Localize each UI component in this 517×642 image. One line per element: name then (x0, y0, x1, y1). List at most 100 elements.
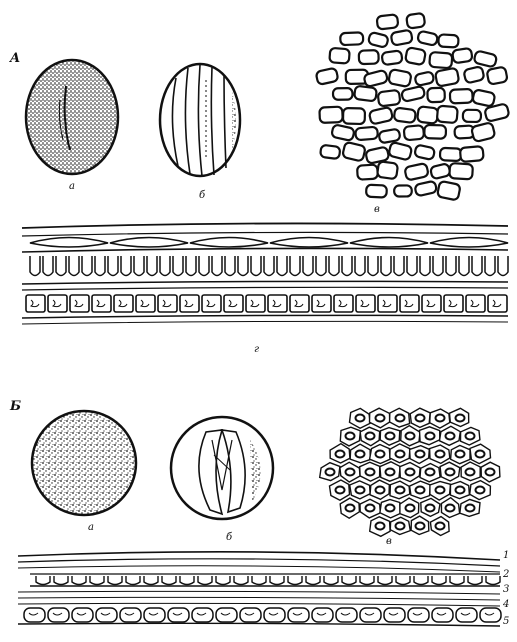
cell (438, 34, 458, 47)
cell-nucleus (336, 487, 345, 494)
outer-cell (430, 238, 508, 248)
cell (357, 165, 378, 180)
palisade-cell (216, 576, 230, 585)
cell (437, 181, 461, 201)
palisade-cell (134, 256, 144, 276)
cell (359, 50, 379, 64)
palisade-cell (225, 256, 235, 276)
panel-b-epidermis-cells (320, 408, 500, 536)
cell-nucleus (366, 505, 375, 512)
panel-b-layer-5: 5 (503, 616, 509, 627)
cell-nucleus (346, 469, 355, 476)
cell (435, 68, 459, 87)
palisade-cell (121, 256, 131, 276)
cell (404, 125, 425, 140)
palisade-cell (36, 576, 50, 585)
cell-nucleus (426, 505, 435, 512)
cell (463, 66, 484, 83)
cell (406, 13, 425, 29)
cell (354, 86, 377, 102)
cell (471, 122, 495, 142)
panel-b-label-b: б (226, 532, 233, 543)
palisade-cell (173, 256, 183, 276)
palisade-cell (420, 256, 430, 276)
panel-a-epidermis-cells (316, 13, 510, 201)
cell-nucleus (476, 451, 485, 458)
palisade-cell (407, 256, 417, 276)
palisade-cell (303, 256, 313, 276)
inner-cell (378, 295, 397, 312)
inner-cell (400, 295, 419, 312)
cell-nucleus (466, 505, 475, 512)
palisade-cell (90, 576, 104, 585)
palisade-cell (54, 576, 68, 585)
cell (377, 161, 398, 179)
outer-cell (30, 238, 108, 248)
inner-cell (422, 295, 441, 312)
cell (417, 31, 438, 46)
palisade-cell (234, 576, 248, 585)
outer-cell (350, 238, 428, 248)
cell (378, 129, 400, 144)
cell (401, 86, 425, 102)
cell (452, 48, 473, 63)
palisade-cell (144, 576, 158, 585)
cell-nucleus (436, 523, 445, 530)
cell-nucleus (356, 487, 365, 494)
outer-cell (110, 238, 188, 248)
palisade-cell (468, 576, 482, 585)
inner-cell (114, 295, 133, 312)
cell (368, 32, 389, 48)
cell-nucleus (386, 433, 395, 440)
cell-nucleus (406, 469, 415, 476)
cell (333, 88, 353, 100)
cell (394, 185, 412, 196)
inner-cell (70, 295, 89, 312)
cell (430, 163, 451, 179)
palisade-cell (433, 256, 443, 276)
cell (388, 142, 412, 161)
inner-cell (158, 295, 177, 312)
inner-cell (334, 295, 353, 312)
palisade-cell (126, 576, 140, 585)
panel-b: Б а б в (9, 399, 509, 627)
inner-cell (290, 295, 309, 312)
cell (331, 124, 355, 141)
cell-nucleus (326, 469, 335, 476)
palisade-cell (355, 256, 365, 276)
cell-nucleus (366, 469, 375, 476)
panel-b-seed-surface (32, 411, 136, 515)
cell-nucleus (346, 505, 355, 512)
palisade-cell (82, 256, 92, 276)
cell (404, 163, 429, 181)
inner-cell (224, 295, 243, 312)
palisade-cell (264, 256, 274, 276)
palisade-cell (394, 256, 404, 276)
cell-nucleus (356, 415, 365, 422)
palisade-cell (446, 256, 456, 276)
cell (342, 142, 366, 162)
palisade-cell (381, 256, 391, 276)
cell-nucleus (416, 451, 425, 458)
cell-nucleus (426, 433, 435, 440)
cell-nucleus (376, 523, 385, 530)
inner-cell (48, 295, 67, 312)
cell (449, 163, 473, 179)
inner-cell (136, 295, 155, 312)
palisade-cell (368, 256, 378, 276)
palisade-cell (72, 576, 86, 585)
panel-a-cross-section (22, 223, 508, 324)
panel-a-seed-ribbed (160, 64, 240, 176)
cell-nucleus (456, 487, 465, 494)
inner-cell (268, 295, 287, 312)
palisade-cell (180, 576, 194, 585)
cell-nucleus (466, 469, 475, 476)
palisade-cell (324, 576, 338, 585)
inner-cell (356, 295, 375, 312)
inner-cell (202, 295, 221, 312)
cell-nucleus (386, 469, 395, 476)
palisade-cell (342, 256, 352, 276)
palisade-cell (316, 256, 326, 276)
palisade-cell (199, 256, 209, 276)
cell-nucleus (416, 487, 425, 494)
